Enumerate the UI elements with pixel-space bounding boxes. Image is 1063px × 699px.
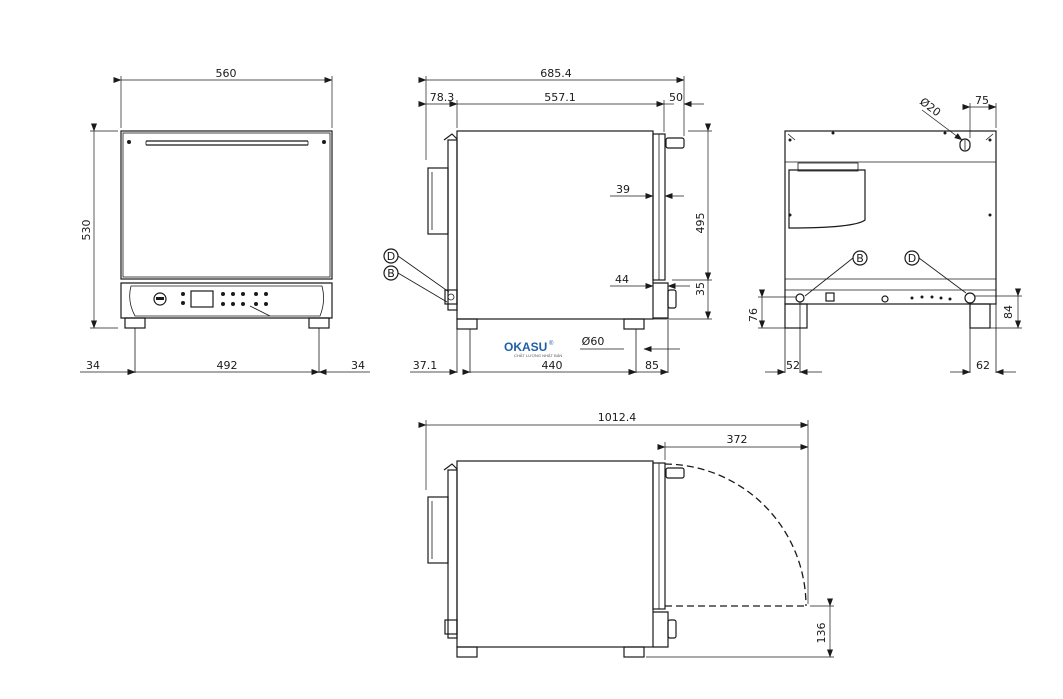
display-icon — [190, 290, 214, 308]
side-body-dim: 557.1 — [544, 91, 576, 104]
callout-d-rear: D — [908, 252, 916, 265]
rear-foot-left-dim: 52 — [786, 359, 800, 372]
callout-d-side: D — [387, 250, 395, 263]
side-foot-span-dim: 440 — [542, 359, 563, 372]
side-back-dim: 78.3 — [430, 91, 455, 104]
side-feet-dim: 35 — [694, 282, 707, 296]
brand-logo: OKASU — [504, 340, 547, 354]
rear-height-right-dim: 84 — [1002, 305, 1015, 319]
front-width-dim: 560 — [216, 67, 237, 80]
side-panel-dim: 44 — [615, 273, 629, 286]
side-front-offset-dim: 85 — [645, 359, 659, 372]
side-front-gap-dim: 50 — [669, 91, 683, 104]
front-view: 560 530 34 492 34 — [80, 67, 370, 375]
rear-view: B D Ø20 75 76 84 52 62 — [747, 94, 1022, 375]
front-leg-right-dim: 34 — [351, 359, 365, 372]
front-leg-left-dim: 34 — [86, 359, 100, 372]
rear-height-left-dim: 76 — [747, 308, 760, 322]
brand-reg-mark: ® — [549, 340, 554, 347]
rear-foot-right-dim: 62 — [976, 359, 990, 372]
callout-b-rear: B — [856, 252, 864, 265]
callout-b-side: B — [387, 267, 395, 280]
side-rear-offset-dim: 37.1 — [413, 359, 438, 372]
side-view: D B OKASU ® CHẤT LƯỢNG NHẬT BẢN 685.4 78… — [383, 67, 712, 375]
open-depth-dim: 1012.4 — [598, 411, 637, 424]
side-height-dim: 495 — [694, 213, 707, 234]
side-depth-dim: 685.4 — [540, 67, 572, 80]
rear-hole-offset-dim: 75 — [975, 94, 989, 107]
open-door-height-dim: 136 — [815, 623, 828, 644]
side-door-thickness-dim: 39 — [616, 183, 630, 196]
front-height-dim: 530 — [80, 220, 93, 241]
brand-tagline: CHẤT LƯỢNG NHẬT BẢN — [514, 353, 562, 358]
front-span-dim: 492 — [217, 359, 238, 372]
knob-icon — [153, 292, 167, 306]
open-door-swing-dim: 372 — [727, 433, 748, 446]
side-foot-dia-dim: Ø60 — [582, 335, 605, 348]
rear-hole-dia-dim: Ø20 — [917, 95, 943, 119]
door-open-view: 1012.4 372 136 — [418, 411, 834, 658]
